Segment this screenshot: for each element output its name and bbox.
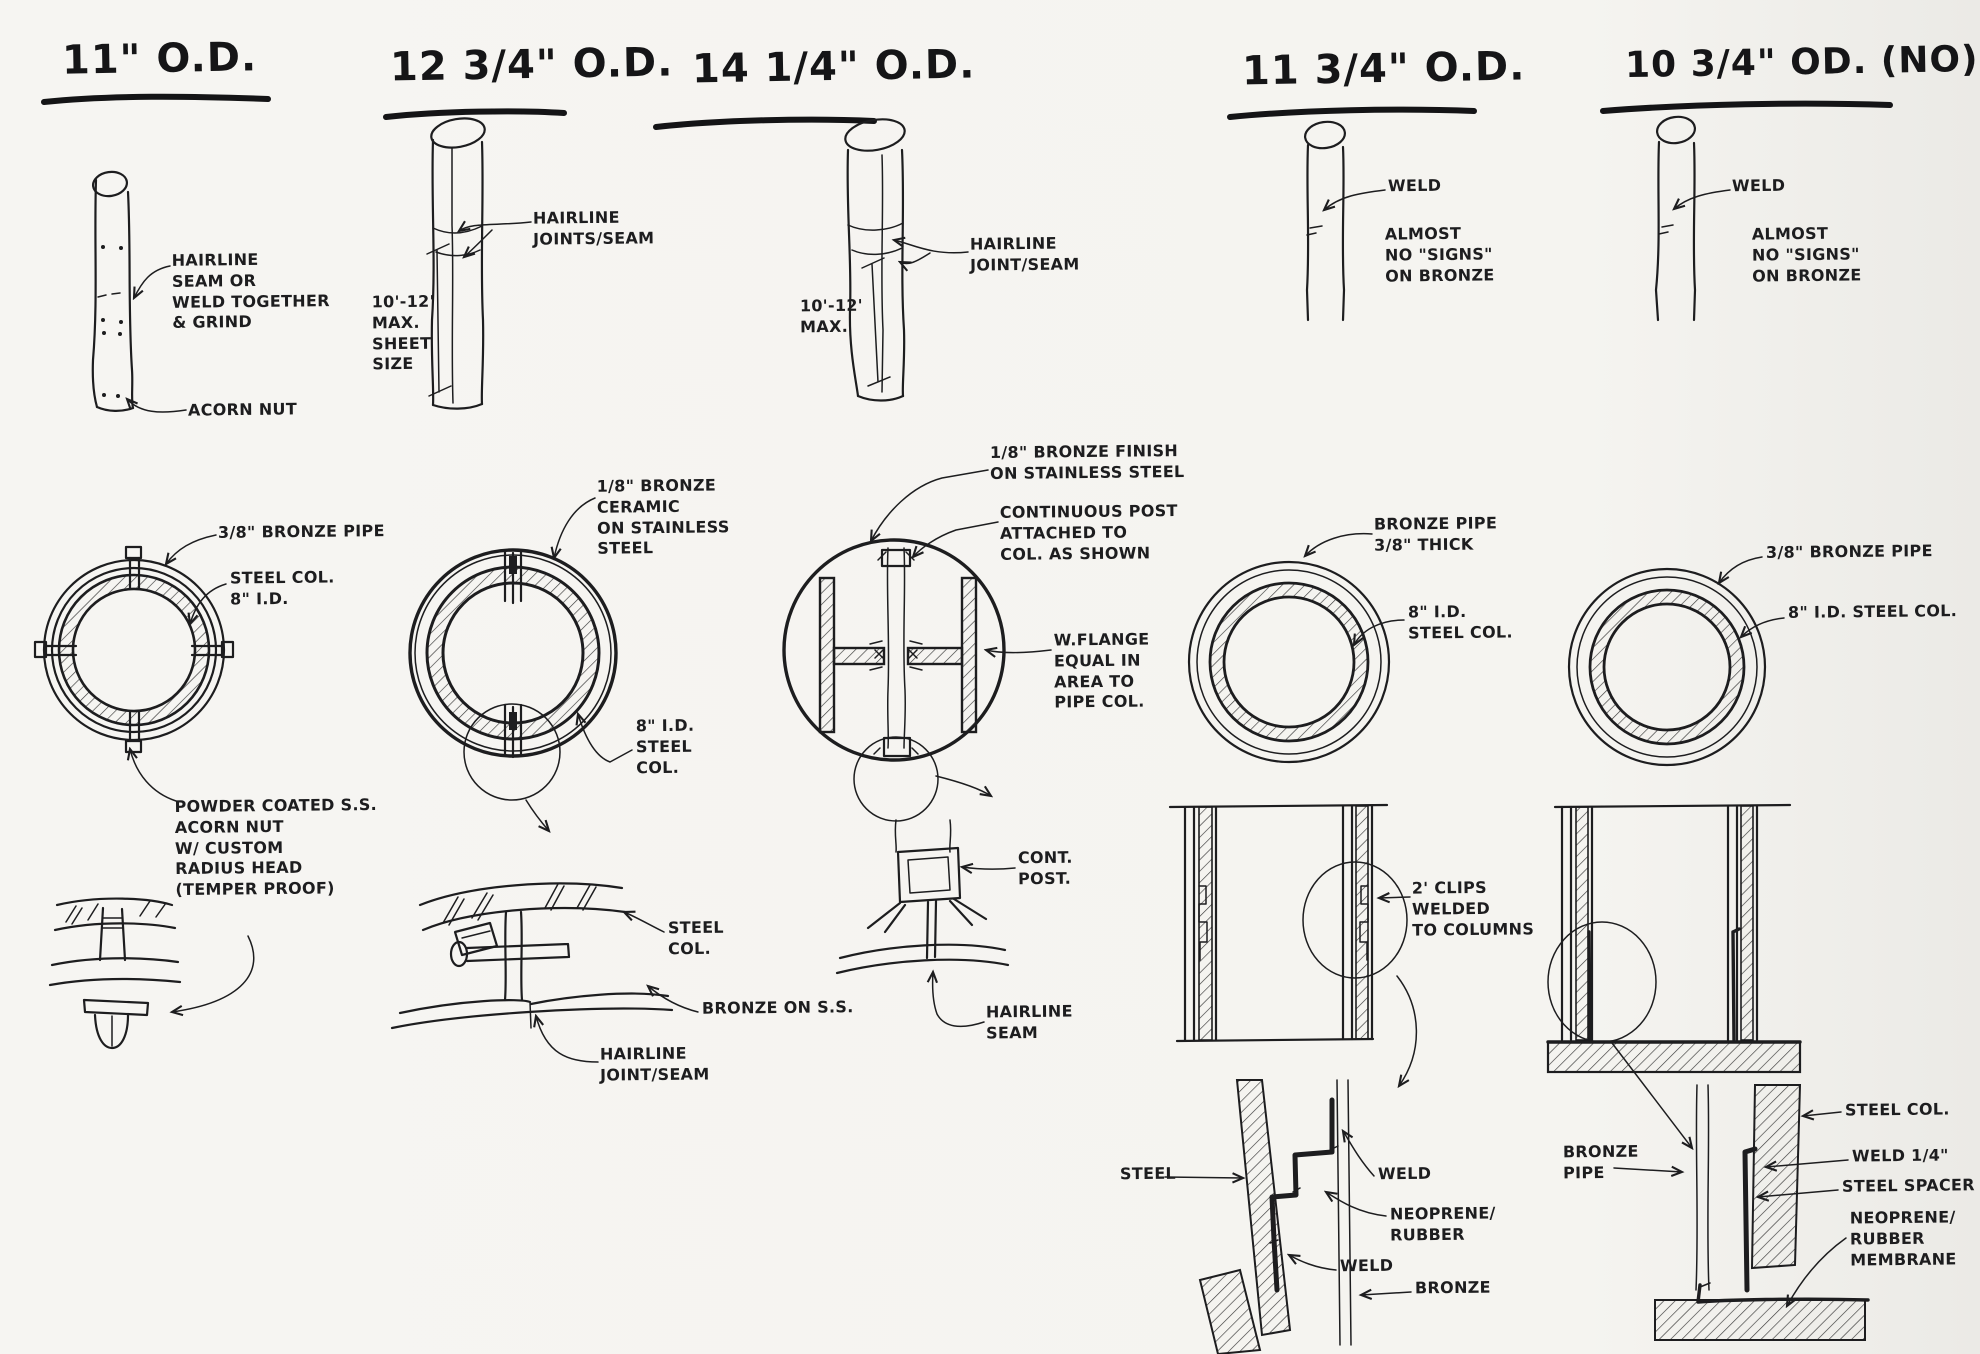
column4-clip-weld-detail-drawing [1164, 1079, 1412, 1354]
column2-section-drawing [408, 497, 633, 831]
column1-acorn-nut-detail-drawing [48, 897, 255, 1050]
column1-section-drawing [33, 534, 235, 802]
column3-post-detail-drawing [835, 819, 1016, 1028]
column3-section-drawing [782, 469, 1052, 822]
title-underlines [41, 93, 1893, 130]
column2-pipe-elevation-drawing [426, 117, 532, 410]
column3-pipe-elevation-drawing [844, 118, 969, 402]
column4-elevation-clips-drawing [1168, 803, 1418, 1086]
column4-section-drawing [1187, 532, 1405, 764]
column4-pipe-elevation-drawing [1304, 120, 1386, 322]
column1-pipe-elevation-drawing [91, 170, 187, 413]
column2-joint-detail-drawing [390, 882, 699, 1063]
column5-pipe-elevation-drawing [1654, 115, 1731, 322]
column5-section-drawing [1567, 556, 1785, 767]
column5-elevation-drawing [1546, 803, 1802, 1148]
column5-base-detail-drawing [1613, 1084, 1870, 1341]
